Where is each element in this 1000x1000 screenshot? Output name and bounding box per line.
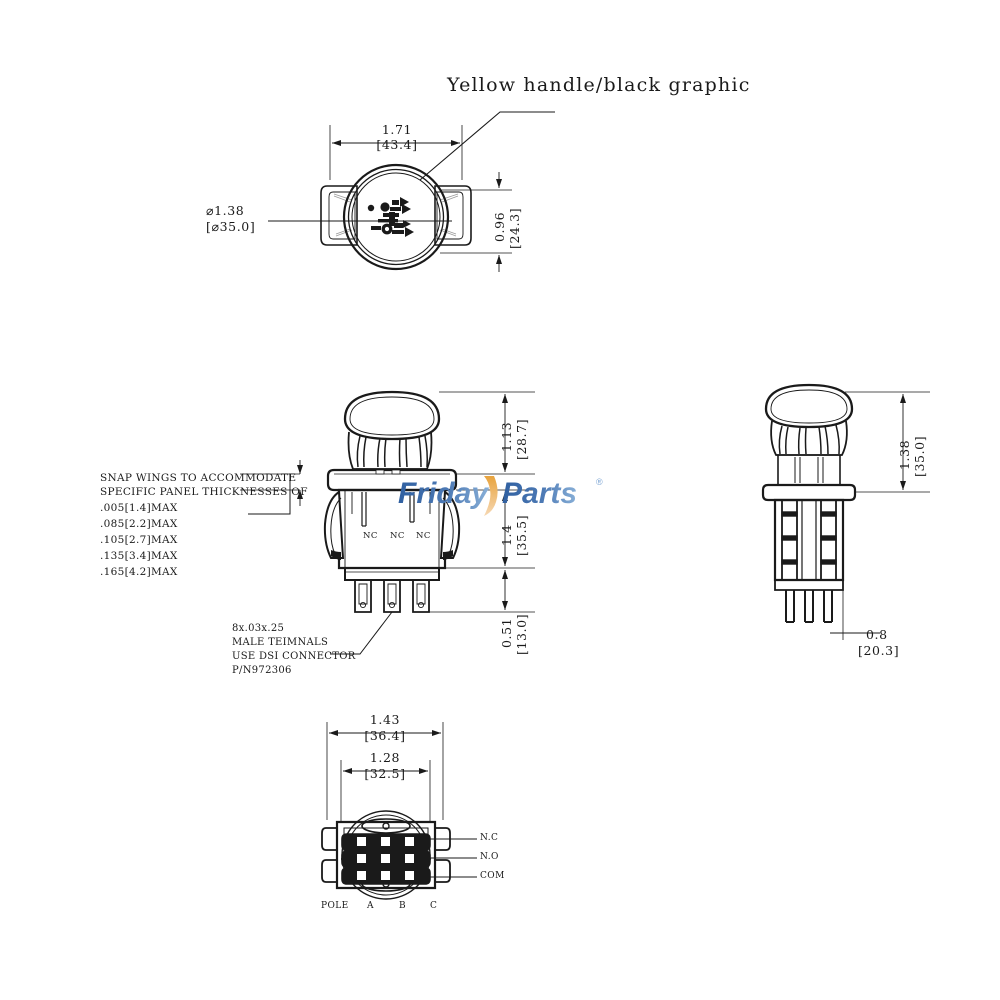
top-view-geometry: [268, 111, 555, 272]
top-view-diameter-inch: ⌀1.38: [206, 203, 245, 218]
side-view-width-mm: [20.3]: [858, 643, 900, 658]
bottom-view-outer-width-inch: 1.43: [369, 712, 401, 727]
pole-label-b: B: [399, 901, 407, 911]
contact-label-nc-2: NC: [390, 531, 405, 541]
front-view-knob-height-inch: 1.13: [499, 421, 514, 452]
handle-note-label: Yellow handle/black graphic: [447, 74, 751, 96]
top-view-width-mm: [43.4]: [376, 137, 418, 152]
terminal-note-line2: MALE TEIMNALS: [232, 637, 329, 648]
top-view-width-inch: 1.71: [381, 122, 413, 137]
top-view-diameter-mm: [⌀35.0]: [206, 219, 256, 234]
contact-label-nc-3: NC: [416, 531, 431, 541]
panel-thickness-1: .085[2.2]MAX: [100, 518, 178, 530]
bottom-view-outer-width-mm: [36.4]: [364, 728, 406, 743]
side-view-geometry: [761, 383, 930, 640]
side-view-height-mm: [35.0]: [912, 435, 927, 477]
front-view-terminal-height-inch: 0.51: [499, 617, 514, 648]
terminal-note-line1: 8x.03x.25: [232, 623, 285, 634]
top-view-height-inch: 0.96: [492, 211, 507, 242]
terminal-note-line4: P/N972306: [232, 665, 292, 676]
side-view-height-inch: 1.38: [897, 439, 912, 470]
pole-label-c: C: [430, 901, 438, 911]
contact-label-nc-1: NC: [363, 531, 378, 541]
side-view-width-inch: 0.8: [866, 627, 888, 642]
pole-label-a: A: [367, 901, 374, 911]
terminal-label-no: N.O: [480, 852, 499, 862]
snap-wings-note-line2: SPECIFIC PANEL THICKNESSES OF: [100, 486, 308, 498]
bottom-view-inner-width-inch: 1.28: [369, 750, 401, 765]
bottom-view-geometry: [321, 722, 477, 900]
pole-label: POLE: [321, 901, 349, 911]
front-view-body-height-inch: 1.4: [499, 524, 514, 546]
terminal-note-line3: USE DSI CONNECTOR: [232, 651, 356, 662]
front-view-body-height-mm: [35.5]: [514, 514, 529, 556]
bottom-view-inner-width-mm: [32.5]: [364, 766, 406, 781]
panel-thickness-3: .135[3.4]MAX: [100, 550, 178, 562]
panel-thickness-0: .005[1.4]MAX: [100, 502, 178, 514]
top-view-height-mm: [24.3]: [507, 207, 522, 249]
panel-thickness-4: .165[4.2]MAX: [100, 566, 178, 578]
snap-wings-note-line1: SNAP WINGS TO ACCOMMODATE: [100, 472, 297, 484]
front-view-terminal-height-mm: [13.0]: [514, 613, 529, 655]
panel-thickness-2: .105[2.7]MAX: [100, 534, 178, 546]
terminal-label-com: COM: [480, 871, 505, 881]
front-view-knob-height-mm: [28.7]: [514, 418, 529, 460]
front-view-geometry: [240, 390, 535, 655]
terminal-label-nc: N.C: [480, 833, 499, 843]
